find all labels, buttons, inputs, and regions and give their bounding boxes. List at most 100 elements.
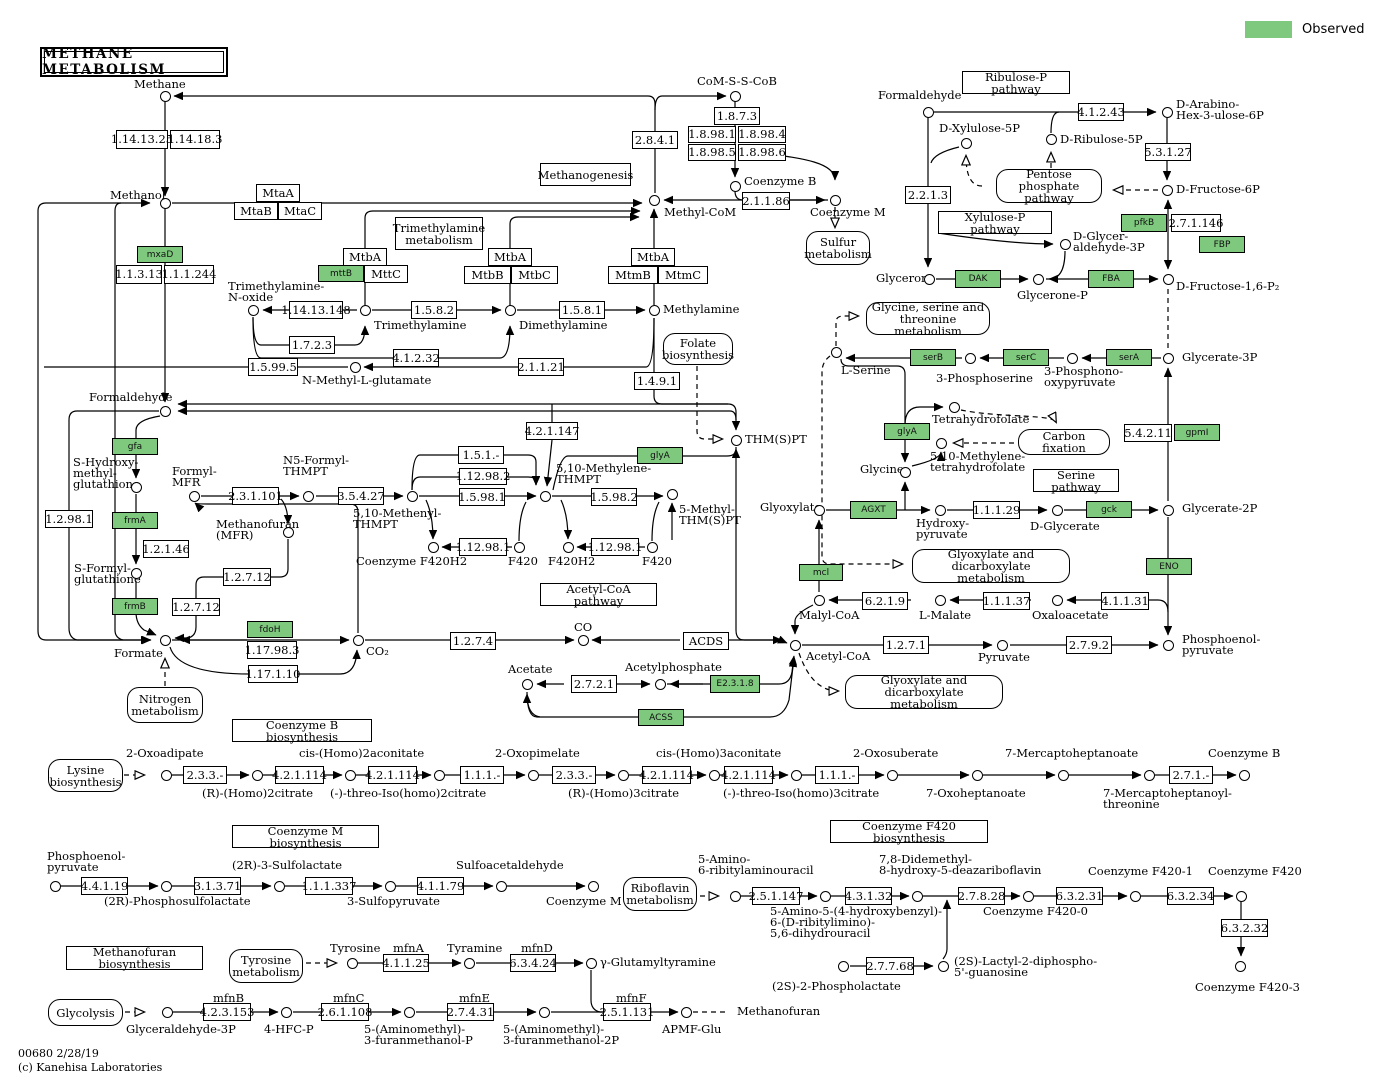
enzyme-box[interactable]: 1.12.98.1	[588, 538, 642, 556]
enzyme-box[interactable]: 1.2.7.1	[883, 636, 929, 654]
enzyme-box[interactable]: 1.17.1.10	[246, 665, 300, 683]
compound-node[interactable]	[495, 880, 507, 892]
gene-box[interactable]: DAK	[955, 270, 1001, 288]
compound-node[interactable]	[1059, 238, 1071, 250]
gene-box[interactable]: serA	[1106, 349, 1152, 366]
enzyme-box[interactable]: 4.2.1.147	[525, 422, 579, 440]
enzyme-box[interactable]: MtbC	[511, 266, 558, 284]
enzyme-box[interactable]: 1.5.8.2	[411, 301, 457, 319]
enzyme-box[interactable]: 2.7.1.146	[1169, 214, 1223, 232]
enzyme-box[interactable]: 2.7.4.31	[447, 1003, 494, 1021]
enzyme-box[interactable]: 1.17.98.3	[245, 641, 299, 659]
enzyme-box[interactable]: 2.1.1.86	[742, 192, 790, 210]
enzyme-box[interactable]: MtmB	[608, 266, 658, 284]
enzyme-box[interactable]: 1.12.98.1	[456, 538, 510, 556]
compound-node[interactable]	[789, 639, 801, 651]
compound-node[interactable]	[666, 488, 678, 500]
compound-node[interactable]	[504, 304, 516, 316]
compound-node[interactable]	[302, 490, 314, 502]
enzyme-box[interactable]: 4.2.1.114	[721, 766, 776, 784]
compound-node[interactable]	[923, 273, 935, 285]
enzyme-box[interactable]: 4.1.1.25	[382, 954, 430, 972]
enzyme-box[interactable]: 1.1.3.13	[115, 265, 163, 284]
compound-node[interactable]	[729, 90, 741, 102]
enzyme-box[interactable]: 2.6.1.108	[318, 1003, 372, 1021]
compound-node[interactable]	[527, 769, 539, 781]
compound-node[interactable]	[403, 1006, 415, 1018]
enzyme-box[interactable]: 1.1.1.-	[815, 766, 859, 784]
compound-node[interactable]	[960, 137, 972, 149]
compound-node[interactable]	[344, 769, 356, 781]
gene-box[interactable]: mttB	[318, 265, 364, 282]
enzyme-box[interactable]: 1.8.98.1	[688, 126, 736, 143]
compound-node[interactable]	[352, 634, 364, 646]
enzyme-box[interactable]: 1.5.99.5	[248, 358, 298, 376]
enzyme-box[interactable]: MtbA	[343, 248, 387, 266]
compound-node[interactable]	[971, 769, 983, 781]
compound-node[interactable]	[160, 880, 172, 892]
compound-node[interactable]	[1162, 504, 1174, 516]
enzyme-box[interactable]: MttC	[364, 265, 408, 283]
compound-node[interactable]	[830, 346, 842, 358]
compound-node[interactable]	[648, 304, 660, 316]
compound-node[interactable]	[948, 401, 960, 413]
gene-box[interactable]: FBA	[1088, 270, 1134, 288]
enzyme-box[interactable]: 1.14.13.148	[281, 301, 351, 319]
gene-box[interactable]: gfa	[112, 438, 158, 455]
enzyme-box[interactable]: 1.1.1.-	[460, 766, 504, 784]
compound-node[interactable]	[937, 960, 949, 972]
gene-box[interactable]: E2.3.1.8	[710, 675, 760, 693]
compound-node[interactable]	[1051, 504, 1063, 516]
enzyme-box[interactable]: 6.3.2.32	[1221, 919, 1268, 937]
enzyme-box[interactable]: 4.1.1.31	[1101, 592, 1149, 610]
enzyme-box[interactable]: 1.2.98.1	[45, 510, 93, 528]
compound-node[interactable]	[427, 541, 439, 553]
enzyme-box[interactable]: MtbB	[464, 266, 511, 284]
enzyme-box[interactable]: 1.8.98.4	[738, 126, 786, 143]
compound-node[interactable]	[1143, 769, 1155, 781]
enzyme-box[interactable]: MtaC	[278, 202, 322, 220]
enzyme-box[interactable]: ACDS	[683, 632, 729, 650]
enzyme-box[interactable]: 2.7.9.2	[1066, 636, 1112, 654]
enzyme-box[interactable]: 1.2.1.46	[142, 540, 190, 558]
gene-box[interactable]: gck	[1086, 501, 1132, 518]
linked-pathway[interactable]: Pentose phosphate pathway	[996, 168, 1102, 204]
gene-box[interactable]: glyA	[884, 423, 930, 440]
gene-box[interactable]: glyA	[637, 447, 683, 464]
enzyme-box[interactable]: 1.8.98.5	[688, 144, 736, 161]
enzyme-box[interactable]: 4.1.2.43	[1077, 103, 1125, 121]
linked-pathway[interactable]: Nitrogen metabolism	[127, 687, 203, 723]
compound-node[interactable]	[349, 361, 361, 373]
compound-node[interactable]	[837, 960, 849, 972]
compound-node[interactable]	[790, 769, 802, 781]
enzyme-box[interactable]: 2.8.4.1	[632, 131, 678, 149]
compound-node[interactable]	[730, 434, 742, 446]
enzyme-box[interactable]: 1.4.9.1	[634, 372, 680, 390]
enzyme-box[interactable]: 2.3.3.-	[552, 766, 596, 784]
compound-node[interactable]	[577, 634, 589, 646]
enzyme-box[interactable]: 1.14.13.25	[111, 130, 173, 149]
compound-node[interactable]	[188, 490, 200, 502]
compound-node[interactable]	[1162, 639, 1174, 651]
enzyme-box[interactable]: MtbA	[631, 248, 675, 266]
compound-node[interactable]	[539, 490, 551, 502]
linked-pathway[interactable]: Folate biosynthesis	[662, 333, 734, 365]
enzyme-box[interactable]: 4.1.1.79	[417, 877, 464, 895]
compound-node[interactable]	[280, 1006, 292, 1018]
linked-pathway[interactable]: Glycine, serine and threonine metabolism	[866, 301, 990, 337]
compound-node[interactable]	[161, 1006, 173, 1018]
compound-node[interactable]	[538, 1006, 550, 1018]
enzyme-box[interactable]: 2.3.1.101	[228, 487, 283, 505]
compound-node[interactable]	[1022, 890, 1034, 902]
enzyme-box[interactable]: 4.3.1.32	[845, 887, 892, 905]
compound-node[interactable]	[587, 880, 599, 892]
compound-node[interactable]	[585, 957, 597, 969]
enzyme-box[interactable]: 1.14.18.3	[168, 130, 222, 149]
compound-node[interactable]	[282, 526, 294, 538]
compound-node[interactable]	[251, 769, 263, 781]
enzyme-box[interactable]: 1.1.1.37	[983, 592, 1030, 610]
compound-node[interactable]	[899, 466, 911, 478]
enzyme-box[interactable]: 1.12.98.2	[455, 468, 511, 485]
enzyme-box[interactable]: 2.2.1.3	[905, 186, 951, 204]
compound-node[interactable]	[1129, 890, 1141, 902]
